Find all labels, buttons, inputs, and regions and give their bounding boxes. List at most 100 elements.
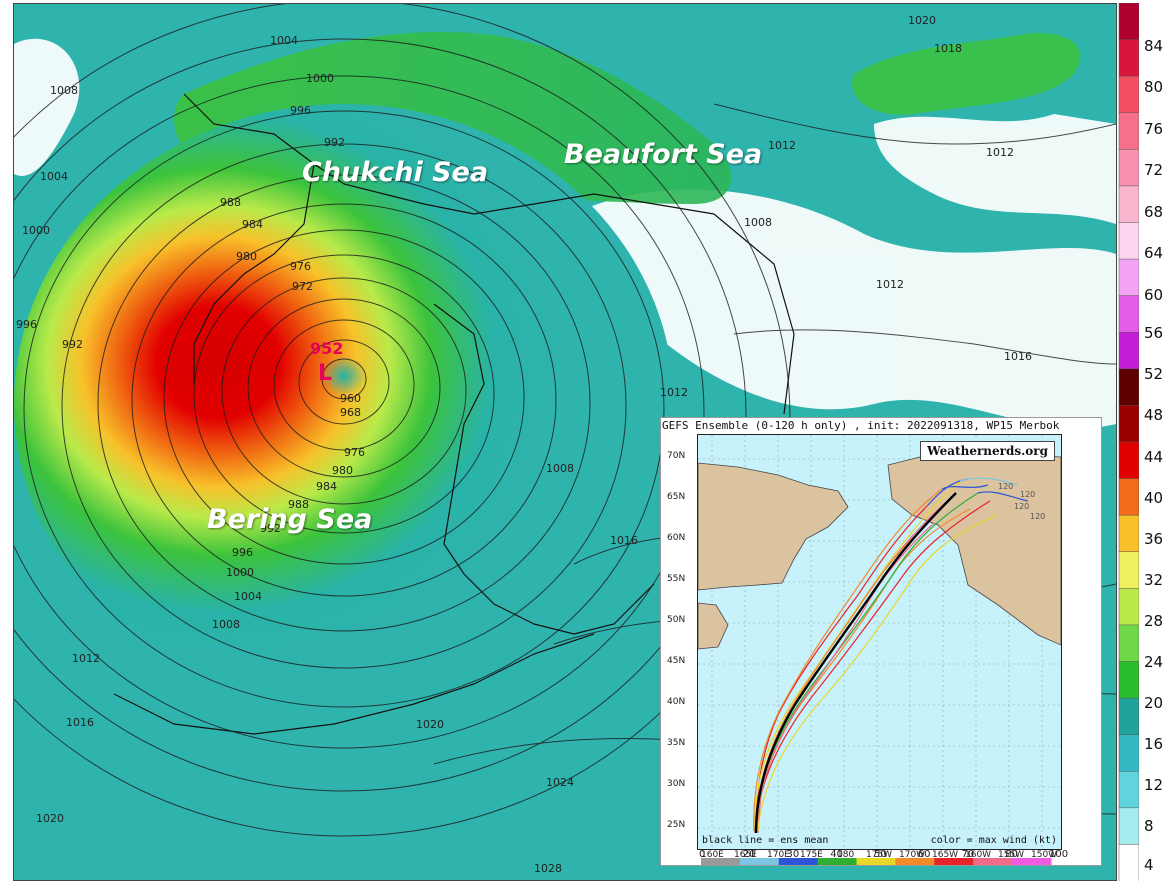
colorbar-label: 28 xyxy=(1144,612,1164,630)
lon-tick: 170E xyxy=(767,850,790,860)
wind-scale-label: 50 xyxy=(874,849,887,860)
colorbar-label: 24 xyxy=(1144,653,1164,671)
wind-scale-label: 80 xyxy=(1005,849,1018,860)
storm-wind-field xyxy=(14,104,674,704)
isobar-label: 984 xyxy=(316,480,337,493)
lon-tick: 170W xyxy=(899,850,926,860)
lat-tick: 65N xyxy=(667,492,686,502)
wind-speed-map-canvas: 1004 1000 996 992 988 984 980 976 972 96… xyxy=(14,4,1116,880)
calm-wind-patches xyxy=(14,38,1116,429)
isobar-label: 988 xyxy=(288,498,309,511)
isobar-label: 1020 xyxy=(36,812,64,825)
colorbar-label: 20 xyxy=(1144,694,1164,712)
colorbar-label: 12 xyxy=(1144,776,1164,794)
colorbar-swatch xyxy=(1118,771,1139,809)
colorbar-label: 8 xyxy=(1144,817,1154,835)
colorbar-swatch xyxy=(1118,734,1139,772)
lon-tick: 160W xyxy=(965,850,992,860)
lon-tick: 175W xyxy=(866,850,893,860)
weathernerds-brand: Weathernerds.org xyxy=(920,441,1055,461)
isobar-label: 980 xyxy=(332,464,353,477)
isobar-label: 976 xyxy=(344,446,365,459)
coastlines xyxy=(113,93,795,735)
colorbar-label: 48 xyxy=(1144,406,1164,424)
isobar-label: 1000 xyxy=(306,72,334,85)
colorbar-swatch xyxy=(1118,332,1139,370)
track-end-label: 120 xyxy=(1020,490,1035,499)
lat-tick: 45N xyxy=(667,656,686,666)
colorbar-label: 32 xyxy=(1144,571,1164,589)
colorbar-swatch xyxy=(1118,112,1139,151)
lat-tick: 25N xyxy=(667,820,686,830)
inset-title: GEFS Ensemble (0-120 h only) , init: 202… xyxy=(662,419,1060,432)
colorbar-swatch xyxy=(1118,185,1139,224)
colorbar-label: 16 xyxy=(1144,735,1164,753)
colorbar-swatch xyxy=(1118,624,1139,663)
isobar-label: 1008 xyxy=(744,216,772,229)
track-plot-area: 120 120 120 120 Weathernerds.org black l… xyxy=(697,434,1062,850)
ens-mean-note: black line = ens mean xyxy=(702,835,829,846)
colorbar-label: 40 xyxy=(1144,489,1164,507)
isobar-label: 976 xyxy=(290,260,311,273)
isobar-label: 992 xyxy=(324,136,345,149)
colorbar-swatches xyxy=(1118,3,1139,881)
lat-tick: 60N xyxy=(667,533,686,543)
colorbar-label: 72 xyxy=(1144,161,1164,179)
lat-tick: 50N xyxy=(667,615,686,625)
colorbar-swatch xyxy=(1118,478,1139,516)
wind-speed-colorbar: 84 80 76 72 68 64 60 56 52 48 44 40 36 3… xyxy=(1117,3,1176,881)
isobar-label: 1028 xyxy=(534,862,562,875)
track-end-label: 120 xyxy=(998,482,1013,491)
isobar-label: 960 xyxy=(340,392,361,405)
isobar-labels: 1004 1000 996 992 988 984 980 976 972 96… xyxy=(16,14,1032,875)
wind-scale-label: 70 xyxy=(961,849,975,860)
colorbar-swatch xyxy=(1118,551,1139,590)
track-end-labels: 120 120 120 120 xyxy=(998,482,1045,521)
wind-scale-label: 0 xyxy=(699,849,706,860)
colorbar-swatch xyxy=(1118,368,1139,407)
colorbar-swatch xyxy=(1118,844,1139,881)
chukchi-sea-label: Chukchi Sea xyxy=(302,157,489,188)
isobar-label: 996 xyxy=(290,104,311,117)
isobar-label: 1012 xyxy=(72,652,100,665)
lat-tick: 35N xyxy=(667,738,686,748)
wind-scale-swatch xyxy=(895,858,935,865)
isobar-label: 1000 xyxy=(22,224,50,237)
wind-scale-swatch xyxy=(817,858,858,865)
colorbar-swatch xyxy=(1118,222,1139,260)
colorbar-label: 84 xyxy=(1144,37,1164,55)
isobar-label: 1020 xyxy=(908,14,936,27)
isobar-label: 1016 xyxy=(1004,350,1032,363)
colorbar-label: 64 xyxy=(1144,244,1164,262)
isobar-label: 996 xyxy=(232,546,253,559)
lon-tick: 155W xyxy=(998,850,1025,860)
colorbar-swatch xyxy=(1118,295,1139,334)
low-pressure-value: 952 xyxy=(310,339,343,358)
isobar-label: 988 xyxy=(220,196,241,209)
wind-scale-label: 30 xyxy=(786,849,800,860)
isobar-label: 1018 xyxy=(934,42,962,55)
lat-tick: 55N xyxy=(667,574,686,584)
isobar-label: 1008 xyxy=(212,618,240,631)
isobar-label: 996 xyxy=(16,318,37,331)
colorbar-label: 76 xyxy=(1144,120,1164,138)
wind-scale-swatch xyxy=(973,858,1013,865)
colorbar-swatch xyxy=(1118,75,1139,114)
colorbar-swatch xyxy=(1118,697,1139,736)
wind-scale-swatch xyxy=(856,858,896,865)
lon-tick: 175E xyxy=(800,850,823,860)
isobar-label: 1012 xyxy=(986,146,1014,159)
colorbar-label: 52 xyxy=(1144,365,1164,383)
colorbar-label: 68 xyxy=(1144,203,1164,221)
colorbar-label: 44 xyxy=(1144,448,1164,466)
bering-sea-label: Bering Sea xyxy=(207,504,373,535)
colorbar-swatch xyxy=(1118,149,1139,187)
wind-scale-swatch xyxy=(701,858,741,865)
northeast-wind-band xyxy=(852,33,1081,115)
wind-scale-label: 60 xyxy=(917,849,931,860)
colorbar-label: 4 xyxy=(1144,856,1154,874)
isobar-label: 1000 xyxy=(226,566,254,579)
isobar-label: 992 xyxy=(260,522,281,535)
colorbar-swatch xyxy=(1118,3,1139,41)
colorbar-label: 80 xyxy=(1144,78,1164,96)
